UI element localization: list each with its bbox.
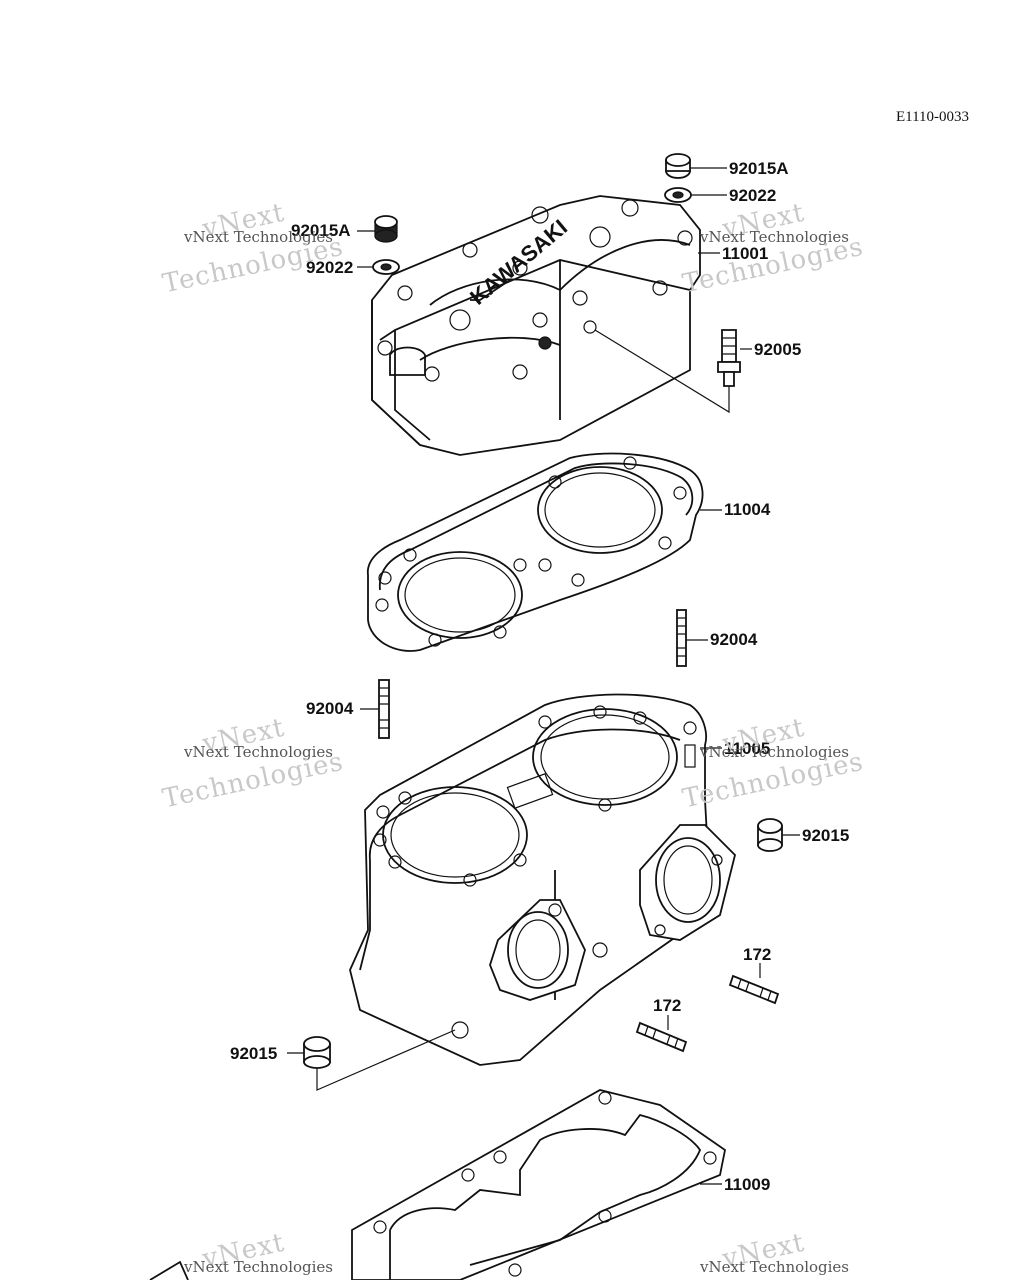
- label-172-left: 172: [653, 996, 682, 1015]
- label-11004: 11004: [724, 500, 771, 519]
- label-92022-left: 92022: [306, 258, 354, 277]
- cylinder-head-cover: KAWASAKI: [371, 195, 701, 456]
- label-92015A-left: 92015A: [291, 221, 351, 240]
- label-11009: 11009: [724, 1175, 771, 1194]
- head-gasket: [367, 452, 704, 652]
- label-92005: 92005: [754, 340, 802, 359]
- cylinder: [349, 693, 736, 1066]
- label-92004-left: 92004: [306, 699, 354, 718]
- label-92015-left: 92015: [230, 1044, 278, 1063]
- washer-92022-top: [664, 187, 692, 203]
- nut-92015A-top: [665, 153, 691, 179]
- label-11005: 11005: [724, 739, 771, 758]
- label-172-right: 172: [743, 945, 772, 964]
- nut-92015-right: [757, 818, 783, 852]
- fitting-92005: [717, 329, 741, 387]
- diagram-code: E1110-0033: [896, 109, 970, 125]
- label-92022-top: 92022: [729, 186, 777, 205]
- base-gasket: [351, 1089, 726, 1280]
- nut-92015A-left: [374, 215, 398, 243]
- stud-172-left: [635, 1021, 688, 1053]
- stud-172-right: [728, 974, 780, 1005]
- stud-92004-right: [676, 609, 687, 667]
- leader-lines: [287, 167, 800, 1185]
- label-92015-right: 92015: [802, 826, 850, 845]
- label-92004-right: 92004: [710, 630, 758, 649]
- stud-92004-left: [378, 679, 390, 739]
- label-11001: 11001: [722, 244, 769, 263]
- washer-92022-left: [372, 259, 400, 275]
- label-92015A-top: 92015A: [729, 159, 789, 178]
- nut-92015-left: [303, 1036, 331, 1069]
